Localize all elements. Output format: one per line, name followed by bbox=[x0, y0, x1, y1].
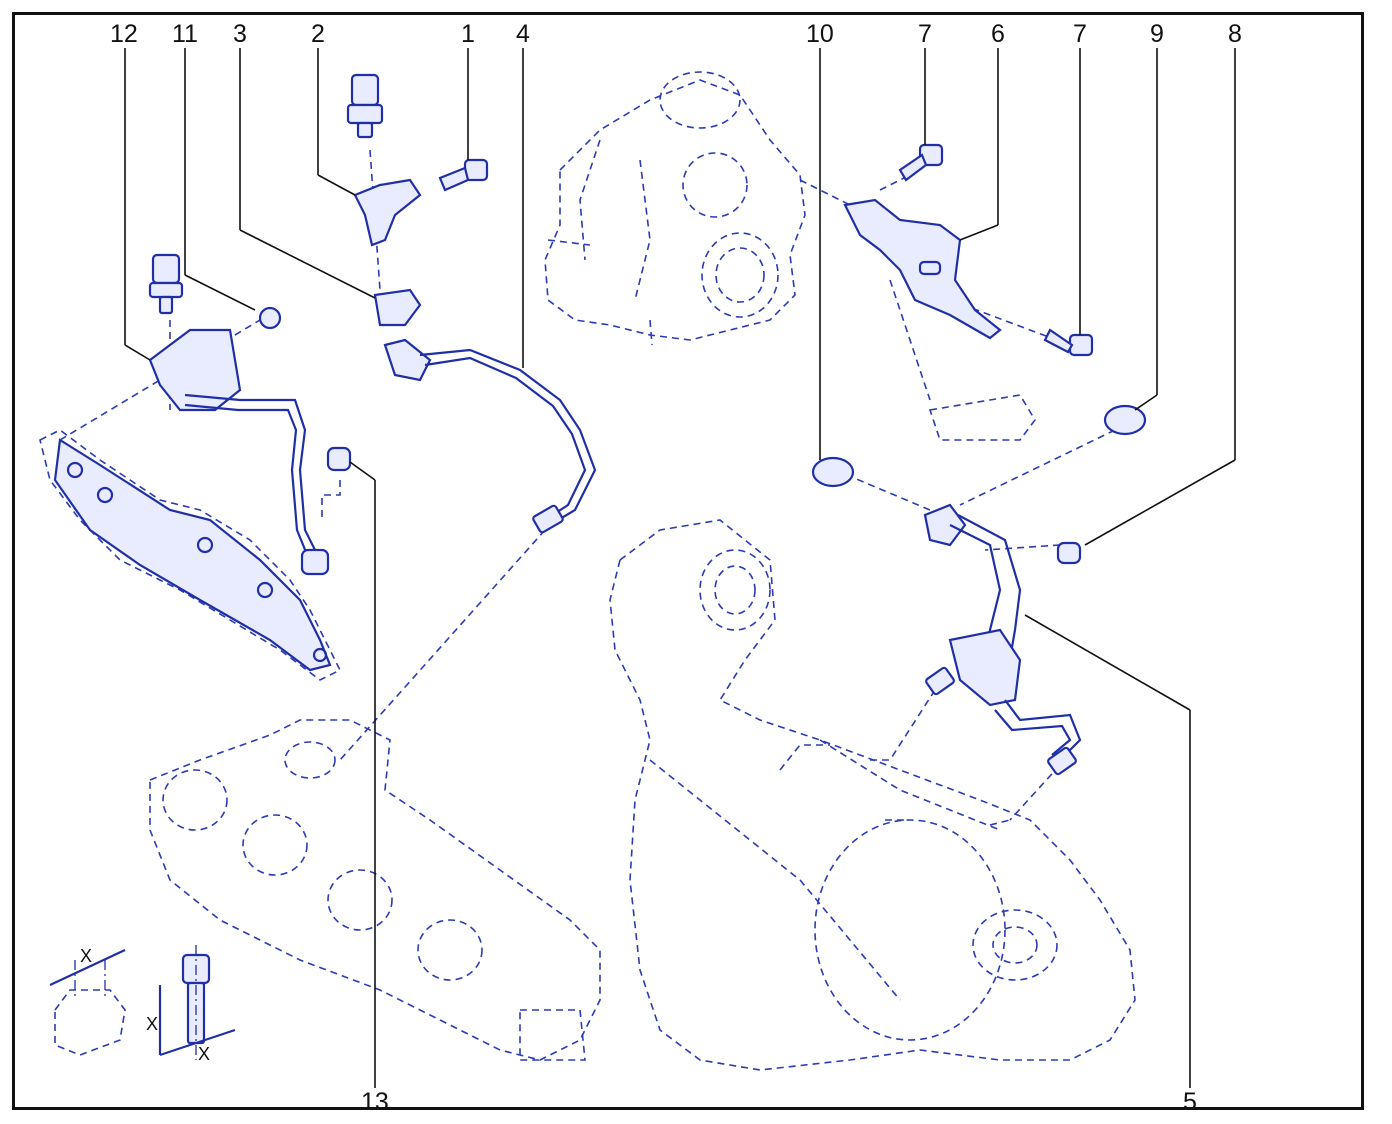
bolt-part-7-lower bbox=[1043, 328, 1094, 357]
callout-labels: 12 11 3 2 1 4 10 7 6 7 9 8 13 5 bbox=[110, 20, 1242, 1116]
callout-1: 1 bbox=[461, 20, 475, 48]
callout-5: 5 bbox=[1183, 1088, 1197, 1116]
callout-10: 10 bbox=[806, 20, 834, 48]
bolt-part-7-upper bbox=[898, 143, 944, 182]
temperature-sensor-part-12 bbox=[148, 253, 184, 315]
clamp-part-10 bbox=[811, 456, 855, 488]
nut-part-11 bbox=[258, 306, 282, 330]
callout-12: 12 bbox=[110, 20, 138, 48]
catalytic-converter-outline bbox=[609, 519, 1136, 1071]
nut-part-13 bbox=[321, 446, 352, 520]
callout-2: 2 bbox=[311, 20, 325, 48]
left-pipe-assembly bbox=[148, 328, 330, 576]
nut-mark-label: X bbox=[80, 946, 92, 966]
pipe-part-4 bbox=[383, 338, 597, 534]
callout-8: 8 bbox=[1228, 20, 1242, 48]
bracket-mount-outline bbox=[39, 429, 342, 681]
exhaust-manifold-outline bbox=[149, 719, 601, 1061]
bolt-width-mark-label: X bbox=[198, 1044, 210, 1064]
pressure-sensor-part-2 bbox=[346, 73, 384, 139]
callout-13: 13 bbox=[361, 1088, 389, 1116]
bolt-part-1 bbox=[438, 158, 489, 192]
bolt-symbol-legend: X X bbox=[146, 945, 236, 1064]
callout-6: 6 bbox=[991, 20, 1005, 48]
bracket-part-6 bbox=[843, 198, 1002, 340]
callout-7-lower: 7 bbox=[1073, 20, 1087, 48]
sensor-bracket bbox=[353, 178, 422, 247]
pipe-assembly-part-5 bbox=[923, 394, 1082, 776]
callout-leaders bbox=[124, 48, 1236, 1088]
turbocharger-outline bbox=[544, 71, 806, 346]
callout-9: 9 bbox=[1150, 20, 1164, 48]
nut-part-8 bbox=[1056, 541, 1082, 565]
callout-7-upper: 7 bbox=[918, 20, 932, 48]
bolt-length-mark-label: X bbox=[146, 1014, 158, 1034]
clamp-part-9 bbox=[1103, 404, 1147, 436]
nut-symbol-legend: X bbox=[49, 946, 126, 1056]
callout-3: 3 bbox=[233, 20, 247, 48]
callout-4: 4 bbox=[516, 20, 530, 48]
clamp-part-3 bbox=[373, 288, 422, 327]
callout-11: 11 bbox=[172, 20, 198, 48]
